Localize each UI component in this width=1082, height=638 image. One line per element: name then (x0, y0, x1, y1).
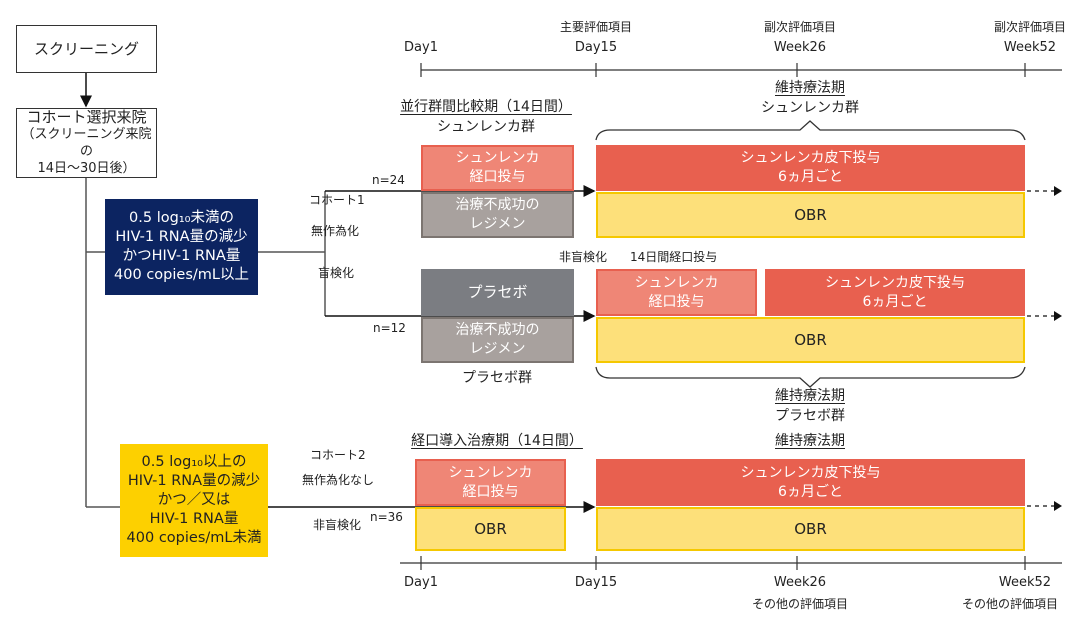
bottom-tick-annotation: その他の評価項目 (961, 597, 1059, 611)
oral-sunlenca-box: シュンレンカ経口投与 (415, 459, 566, 506)
timeline-bottom (400, 556, 1062, 570)
bottom-tick-annotation: その他の評価項目 (751, 597, 849, 611)
box-line: シュンレンカ皮下投与 (825, 274, 965, 291)
box-line: 治療不成功の (455, 322, 540, 339)
box-line: 経口投与 (648, 293, 705, 310)
failing-regimen-box: 治療不成功のレジメン (421, 192, 574, 238)
cohort-visit-note: （スクリーニング来院の (21, 127, 152, 160)
criteria-line: かつHIV-1 RNA量 (122, 248, 241, 264)
obr-bar: OBR (596, 507, 1025, 551)
sc-sunlenca-bar: シュンレンカ皮下投与 6ヵ月ごと (596, 145, 1025, 191)
sc-sunlenca-bar: シュンレンカ皮下投与 6ヵ月ごと (596, 459, 1025, 506)
top-tick-label: Day1 (404, 40, 438, 55)
open-label-label: 非盲検化 (559, 250, 608, 264)
top-tick-label: Week52 (1003, 40, 1057, 55)
maintenance-period-title-3: 維持療法期 (775, 433, 845, 449)
criteria-line: HIV-1 RNA量の減少 (127, 473, 261, 490)
criteria-line: HIV-1 RNA量 (149, 510, 239, 527)
oral-sunlenca-box: シュンレンカ経口投与 (596, 269, 757, 316)
criteria-line: 0.5 log₁₀以上の (141, 454, 247, 471)
brace-bottom (595, 366, 1026, 388)
bottom-tick-label: Week26 (773, 575, 827, 590)
n-cohort2: n=36 (370, 510, 403, 524)
box-line: シュンレンカ (634, 274, 719, 291)
blinded-label: 盲検化 (318, 266, 355, 280)
oral-lead-in-period-title: 経口導入治療期（14日間） (411, 433, 583, 449)
n-cohort1-placebo: n=12 (373, 321, 406, 335)
placebo-box: プラセボ (421, 269, 574, 316)
box-line: レジメン (469, 216, 526, 232)
screening-box: スクリーニング (16, 25, 157, 73)
oral-sunlenca-box: シュンレンカ経口投与 (421, 145, 574, 191)
sc-sunlenca-bar: シュンレンカ皮下投与 6ヵ月ごと (765, 269, 1025, 316)
not-randomized-label: 無作為化なし (302, 473, 375, 487)
placebo-group-label: プラセボ群 (462, 370, 532, 386)
box-line: 経口投与 (469, 169, 526, 185)
bottom-tick-label: Day15 (574, 575, 618, 590)
box-line: 治療不成功の (455, 197, 540, 214)
parallel-period-title: 並行群間比較期（14日間） (400, 99, 572, 115)
box-line: シュンレンカ皮下投与 (740, 464, 881, 481)
maintenance-period-title: 維持療法期 (775, 80, 845, 96)
sunlenca-group-label: シュンレンカ群 (437, 119, 535, 135)
timeline-top (420, 63, 1062, 77)
cohort2-criteria-box: 0.5 log₁₀以上の HIV-1 RNA量の減少 かつ／又は HIV-1 R… (120, 444, 268, 557)
top-tick-label: Week26 (773, 40, 827, 55)
brace-top (595, 120, 1026, 141)
obr-bar: OBR (596, 317, 1025, 363)
obr-box: OBR (415, 507, 566, 551)
cohort1-criteria-box: 0.5 log₁₀未満の HIV-1 RNA量の減少 かつHIV-1 RNA量 … (105, 199, 258, 295)
cohort2-label: コホート2 (310, 448, 366, 462)
box-line: レジメン (469, 341, 526, 357)
open-label-label-2: 非盲検化 (313, 518, 362, 532)
box-line: 6ヵ月ごと (778, 483, 843, 500)
maintenance-placebo-label: プラセボ群 (775, 408, 845, 424)
n-cohort1-sunlenca: n=24 (372, 173, 405, 187)
box-line: シュンレンカ (455, 150, 540, 167)
bottom-tick-label: Day1 (404, 575, 438, 590)
oral-14-days-label: 14日間経口投与 (630, 250, 718, 264)
top-tick-label: Day15 (574, 40, 618, 55)
maintenance-sunlenca-label: シュンレンカ群 (761, 100, 859, 116)
box-line: 6ヵ月ごと (778, 169, 843, 185)
cohort-visit-title: コホート選択来院 (26, 107, 147, 126)
failing-regimen-box: 治療不成功のレジメン (421, 317, 574, 363)
box-line: 経口投与 (462, 483, 519, 500)
cohort-visit-note: 14日〜30日後） (37, 161, 136, 177)
box-line: シュンレンカ (448, 464, 533, 481)
randomized-label: 無作為化 (311, 224, 360, 238)
box-line: シュンレンカ皮下投与 (740, 150, 881, 167)
cohort-selection-box: コホート選択来院 （スクリーニング来院の 14日〜30日後） (16, 108, 157, 178)
top-tick-annotation: 副次評価項目 (763, 20, 837, 34)
top-tick-annotation: 主要評価項目 (559, 20, 633, 34)
criteria-line: 400 copies/mL以上 (114, 266, 249, 283)
criteria-line: 0.5 log₁₀未満の (129, 210, 234, 227)
criteria-line: かつ／又は (157, 492, 231, 509)
box-line: 6ヵ月ごと (862, 293, 928, 310)
cohort1-label: コホート1 (309, 193, 365, 207)
criteria-line: 400 copies/mL未満 (126, 529, 262, 546)
obr-bar: OBR (596, 192, 1025, 238)
maintenance-period-title-2: 維持療法期 (775, 388, 845, 404)
criteria-line: HIV-1 RNA量の減少 (115, 229, 248, 246)
top-tick-annotation: 副次評価項目 (993, 20, 1067, 34)
bottom-tick-label: Week52 (998, 575, 1052, 590)
